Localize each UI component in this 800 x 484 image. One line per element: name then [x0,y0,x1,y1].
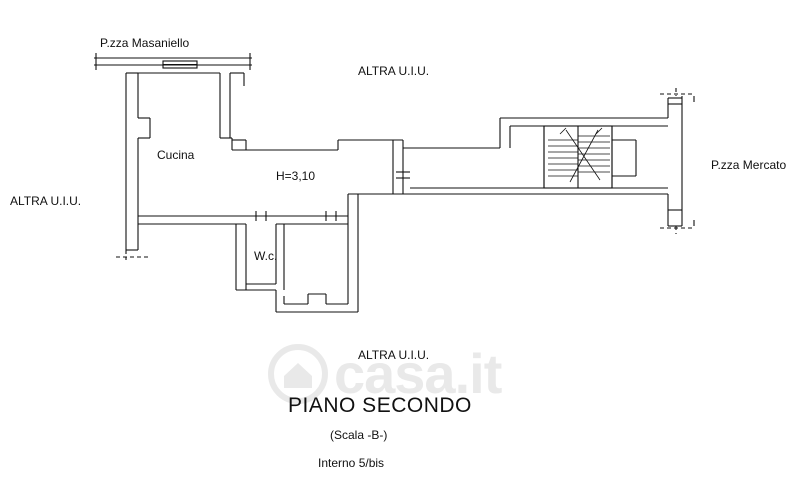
label-piazza-masaniello: P.zza Masaniello [100,36,190,50]
apartment-right-wall [347,140,410,296]
staircase-label: (Scala -B-) [330,428,388,442]
label-altra-uiu-left: ALTRA U.I.U. [10,194,82,208]
top-window [162,60,198,69]
stair-treads [548,127,610,183]
lower-room-walls [275,290,359,313]
right-cut-ticks [660,88,694,234]
label-piazza-mercato: P.zza Mercato [711,158,787,172]
label-altra-uiu-bottom: ALTRA U.I.U. [358,348,430,362]
unit-label: Interno 5/bis [318,456,385,470]
right-building-wall [667,96,695,227]
kitchen-lower-wall [138,211,348,291]
corridor-upper-wall [230,137,403,151]
staircase-block [403,117,668,195]
kitchen-top-wall [138,72,245,139]
label-wc: W.c. [254,249,278,263]
label-ceiling-height: H=3,10 [276,169,316,183]
label-cucina: Cucina [157,148,195,162]
plan-title: PIANO SECONDO [288,394,472,417]
left-wall [125,72,151,251]
watermark-text: casa.it [334,342,502,405]
left-cut-ticks [116,250,148,260]
label-altra-uiu-top: ALTRA U.I.U. [358,64,430,78]
casa-it-watermark: casa.it [268,338,558,410]
casa-house-icon [268,344,328,404]
